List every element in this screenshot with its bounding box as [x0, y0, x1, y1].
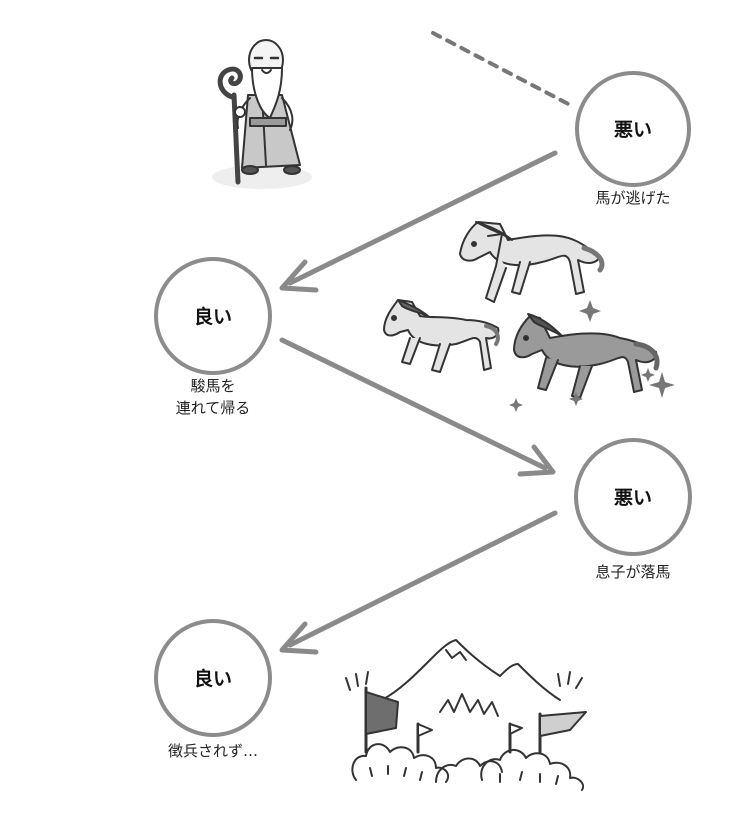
node-label-1: 悪い — [614, 119, 652, 141]
node-label-4: 良い — [194, 667, 232, 690]
horse-light-small — [383, 299, 500, 373]
node-circle-3: 悪い — [574, 438, 692, 556]
battlefield-illustration — [345, 639, 587, 791]
node-label-2: 良い — [194, 305, 232, 328]
arrow-1 — [279, 150, 558, 293]
node-circle-2: 良い — [154, 257, 272, 375]
arrow-3 — [279, 510, 558, 655]
arrow-2 — [279, 337, 556, 477]
node-label-3: 悪い — [614, 487, 652, 509]
caption-line: 馬が逃げた — [595, 189, 671, 207]
caption-line: 息子が落馬 — [595, 563, 671, 581]
dashed-connector — [431, 31, 576, 109]
caption-line: 連れて帰る — [175, 399, 251, 417]
caption-line: 駿馬を — [190, 377, 236, 395]
horse-light-top — [459, 221, 605, 303]
node-caption-3: 息子が落馬 — [568, 561, 698, 583]
caption-line: 徴兵されず… — [167, 742, 258, 760]
horse-dark — [513, 313, 660, 399]
horses-illustration — [383, 221, 675, 412]
sparkle-icons — [509, 300, 675, 412]
node-caption-4: 徴兵されず… — [148, 740, 278, 762]
node-caption-1: 馬が逃げた — [568, 187, 698, 209]
node-circle-4: 良い — [154, 619, 272, 737]
node-circle-1: 悪い — [575, 71, 691, 187]
old-man-illustration — [212, 39, 312, 189]
node-caption-2: 駿馬を 連れて帰る — [148, 375, 278, 419]
